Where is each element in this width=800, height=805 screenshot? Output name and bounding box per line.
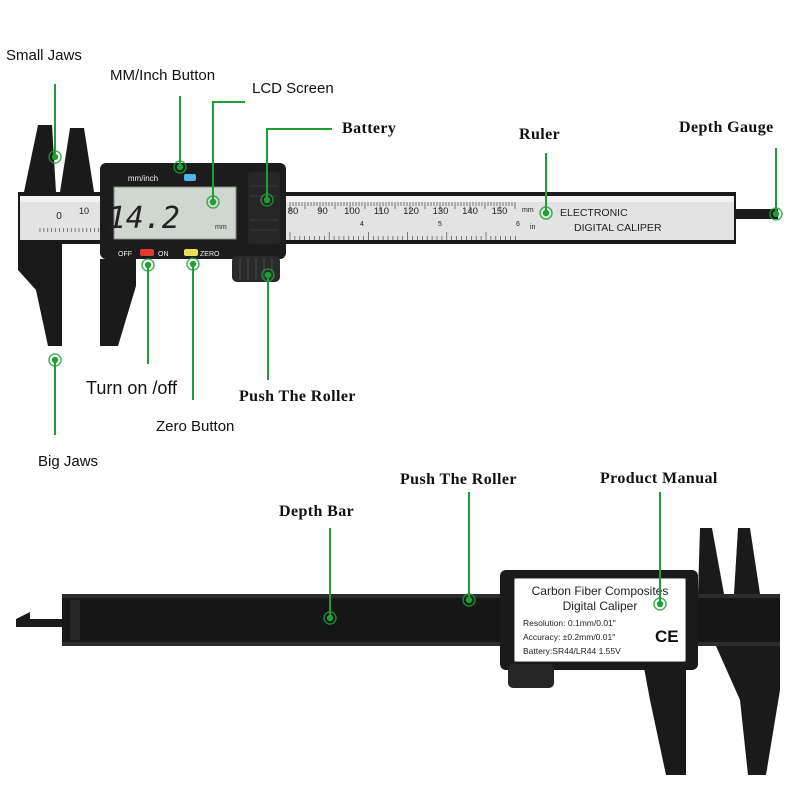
big-jaw-fixed (18, 244, 62, 346)
leader-lcd-line (212, 101, 245, 202)
card-resolution: Resolution: 0.1mm/0.01" (523, 618, 616, 628)
ruler-number: 120 (403, 206, 419, 217)
lcd-screen (113, 186, 237, 240)
leader-battery-dot-ring (260, 193, 274, 207)
bottom-big-jaw-slide (640, 646, 686, 775)
leader-zero-dot-ring (186, 257, 200, 271)
big-jaw-slide (100, 259, 136, 346)
mm-inch-button (184, 174, 196, 181)
label-push-roller-top: Push The Roller (239, 388, 356, 405)
brand-line-1: ELECTRONIC (560, 207, 628, 219)
ruler-ticks-mm (39, 202, 516, 232)
leader-zero-dot (189, 260, 197, 268)
bottom-small-jaw-a (698, 528, 724, 594)
label-mm-inch-button: MM/Inch Button (110, 67, 216, 84)
leader-lcd-dot (209, 198, 217, 206)
on-text: ON (158, 251, 169, 258)
card-title-line-2: Digital Caliper (562, 599, 638, 613)
label-big-jaws: Big Jaws (38, 453, 99, 470)
leader-battery-line (266, 128, 332, 200)
card-accuracy: Accuracy: ±0.2mm/0.01" (523, 632, 616, 642)
mm-inch-text: mm/inch (128, 174, 158, 183)
card-battery: Battery:SR44/LR44 1.55V (523, 646, 621, 656)
leader-mm-inch-dot-ring (173, 160, 187, 174)
ruler-number: 140 (462, 206, 478, 217)
ruler-number: 110 (374, 206, 389, 217)
off-text: OFF (118, 251, 132, 258)
leader-small-jaws-dot-ring (48, 150, 62, 164)
ruler-number-0: 0 (56, 211, 62, 222)
leader-depth-gauge-dot-ring (769, 207, 783, 221)
ruler-numbers: 80 90 100 110 120 130 140 150 4 5 6 (288, 206, 520, 228)
on-off-button (140, 249, 154, 256)
ruler-number: 100 (344, 206, 360, 217)
bottom-small-jaw-b (734, 528, 760, 594)
bottom-roller (508, 664, 554, 688)
leader-roller-top-dot-ring (261, 268, 275, 282)
inch-number: 6 (516, 221, 520, 228)
small-jaw-fixed (24, 125, 56, 192)
ruler-unit-in: in (530, 224, 536, 231)
leader-depth-bar-dot-ring (323, 611, 337, 625)
ce-mark: CE (655, 627, 679, 646)
depth-rod (736, 209, 778, 219)
ruler-number: 90 (317, 206, 328, 217)
label-turn-on-off: Turn on /off (86, 378, 178, 398)
label-zero-button: Zero Button (156, 418, 235, 435)
label-depth-gauge: Depth Gauge (679, 119, 774, 136)
leader-small-jaws-dot (51, 153, 59, 161)
bottom-depth-rod (16, 619, 74, 627)
zero-text: ZERO (200, 251, 220, 258)
brand-line-2: DIGITAL CALIPER (574, 222, 662, 234)
leader-lcd-dot-ring (206, 195, 220, 209)
label-product-manual: Product Manual (600, 470, 718, 487)
leader-ruler-dot (542, 209, 550, 217)
ruler-number-10: 10 (79, 206, 89, 216)
lcd-unit: mm (215, 224, 227, 231)
inch-number: 5 (438, 221, 442, 228)
label-depth-bar: Depth Bar (279, 503, 355, 520)
inch-number: 4 (360, 221, 364, 228)
leader-ruler-dot-ring (539, 206, 553, 220)
leader-on-off-dot-ring (141, 258, 155, 272)
ruler-number: 150 (492, 206, 508, 217)
leader-roller-top-dot (264, 271, 272, 279)
battery-cover (248, 172, 280, 244)
leader-depth-bar-dot (326, 614, 334, 622)
ruler-unit-mm: mm (522, 207, 534, 214)
zero-button (184, 249, 198, 256)
leader-roller-bottom-dot (465, 596, 473, 604)
leader-battery-dot (263, 196, 271, 204)
lcd-reading: 14.2 (108, 201, 180, 236)
label-lcd-screen: LCD Screen (252, 80, 334, 97)
ruler-ticks-in (289, 232, 516, 240)
leader-big-jaws-dot-ring (48, 353, 62, 367)
label-small-jaws: Small Jaws (6, 47, 82, 64)
bottom-big-jaw-fixed (716, 646, 780, 775)
ruler-number: 130 (433, 206, 449, 217)
leader-on-off-dot (144, 261, 152, 269)
card-title-line-1: Carbon Fiber Composites (531, 584, 669, 598)
label-battery: Battery (342, 120, 397, 137)
leader-depth-gauge-dot (772, 210, 780, 218)
product-manual-card: Carbon Fiber Composites Digital Caliper … (514, 578, 686, 662)
ruler-number: 80 (288, 206, 299, 217)
label-push-roller-bottom: Push The Roller (400, 471, 517, 488)
small-jaw-slide (60, 128, 94, 192)
leader-lines (48, 84, 783, 625)
label-ruler: Ruler (519, 126, 561, 143)
leader-roller-bottom-dot-ring (462, 593, 476, 607)
leader-mm-inch-dot (176, 163, 184, 171)
leader-big-jaws-dot (51, 356, 59, 364)
bottom-rod-hook (16, 612, 30, 619)
